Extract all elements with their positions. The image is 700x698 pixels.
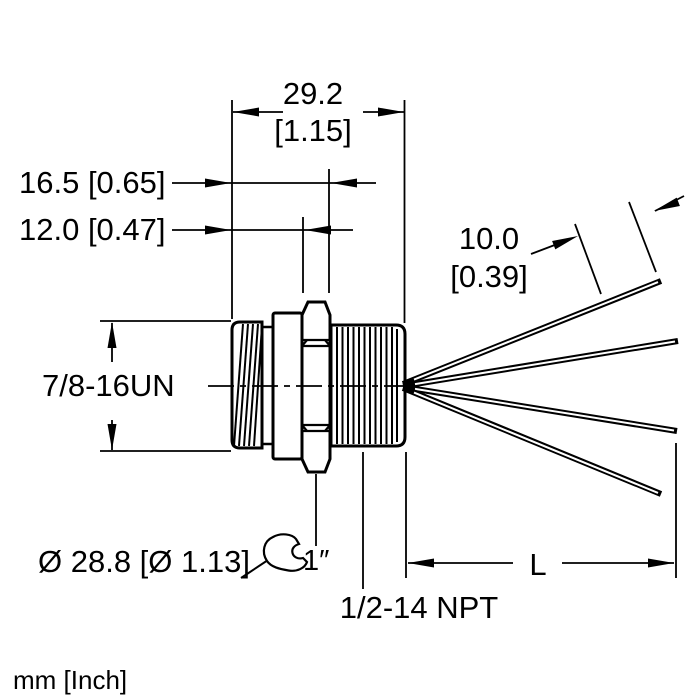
rear-thread-section	[329, 323, 407, 448]
hex-nut	[300, 300, 332, 474]
wrench-annotation: 1″	[240, 474, 329, 579]
label-flange-diameter: Ø 28.8 [Ø 1.13]	[38, 544, 250, 579]
dim-front-to-hex-rear: 16.5 [0.65]	[19, 165, 376, 293]
front-thread-outline	[230, 320, 264, 450]
dim-front-to-hex-front: 12.0 [0.47]	[19, 212, 353, 293]
thread-label: 7/8-16UN	[42, 368, 175, 403]
arrowhead	[331, 178, 357, 188]
wrench-handle-line	[240, 559, 269, 579]
units-note: mm [Inch]	[13, 665, 127, 695]
arrowhead	[408, 558, 434, 568]
dim-value: 12.0 [0.47]	[19, 212, 166, 247]
arrowhead	[648, 558, 674, 568]
arrowhead	[305, 225, 331, 235]
dim-overall-length: 29.2 [1.15]	[231, 76, 406, 323]
arrowhead	[552, 236, 578, 250]
dim-value: L	[529, 547, 546, 582]
hex-nut-outline	[300, 300, 332, 474]
front-thread-hatch	[233, 323, 263, 447]
arrowhead	[233, 107, 259, 117]
front-thread-section	[230, 320, 264, 450]
dim-value-mm: 10.0	[459, 221, 519, 256]
extension-tick	[628, 201, 657, 273]
wire-1	[401, 278, 663, 387]
arrowhead	[205, 178, 231, 188]
wires	[401, 278, 679, 497]
dim-cable-length: L	[405, 443, 677, 582]
thread-label: 1/2-14 NPT	[340, 590, 499, 625]
hex-facet-lines	[301, 338, 331, 433]
dim-value-mm: 29.2	[283, 76, 343, 111]
label-rear-thread: 1/2-14 NPT	[340, 452, 499, 625]
arrowhead	[654, 197, 680, 211]
arrowhead	[107, 322, 117, 348]
wrench-size-label: 1″	[303, 545, 329, 577]
dim-wire-strip: 10.0 [0.39]	[450, 195, 685, 295]
dim-value-inch: [1.15]	[274, 113, 352, 148]
dim-value-inch: [0.39]	[450, 259, 528, 294]
rear-thread-outline	[329, 323, 407, 448]
wire-4	[401, 385, 663, 497]
arrowhead	[107, 424, 117, 450]
connector-body	[230, 300, 407, 474]
dim-front-thread: 7/8-16UN	[42, 320, 231, 452]
extension-tick	[574, 223, 602, 295]
wire-2	[402, 338, 679, 389]
wire-3	[402, 384, 678, 434]
wrench-icon	[262, 533, 309, 572]
dim-value: Ø 28.8 [Ø 1.13]	[38, 544, 250, 579]
rear-thread-hatch	[336, 327, 398, 444]
dim-value: 16.5 [0.65]	[19, 165, 166, 200]
arrowhead	[378, 107, 404, 117]
arrowhead	[205, 225, 231, 235]
